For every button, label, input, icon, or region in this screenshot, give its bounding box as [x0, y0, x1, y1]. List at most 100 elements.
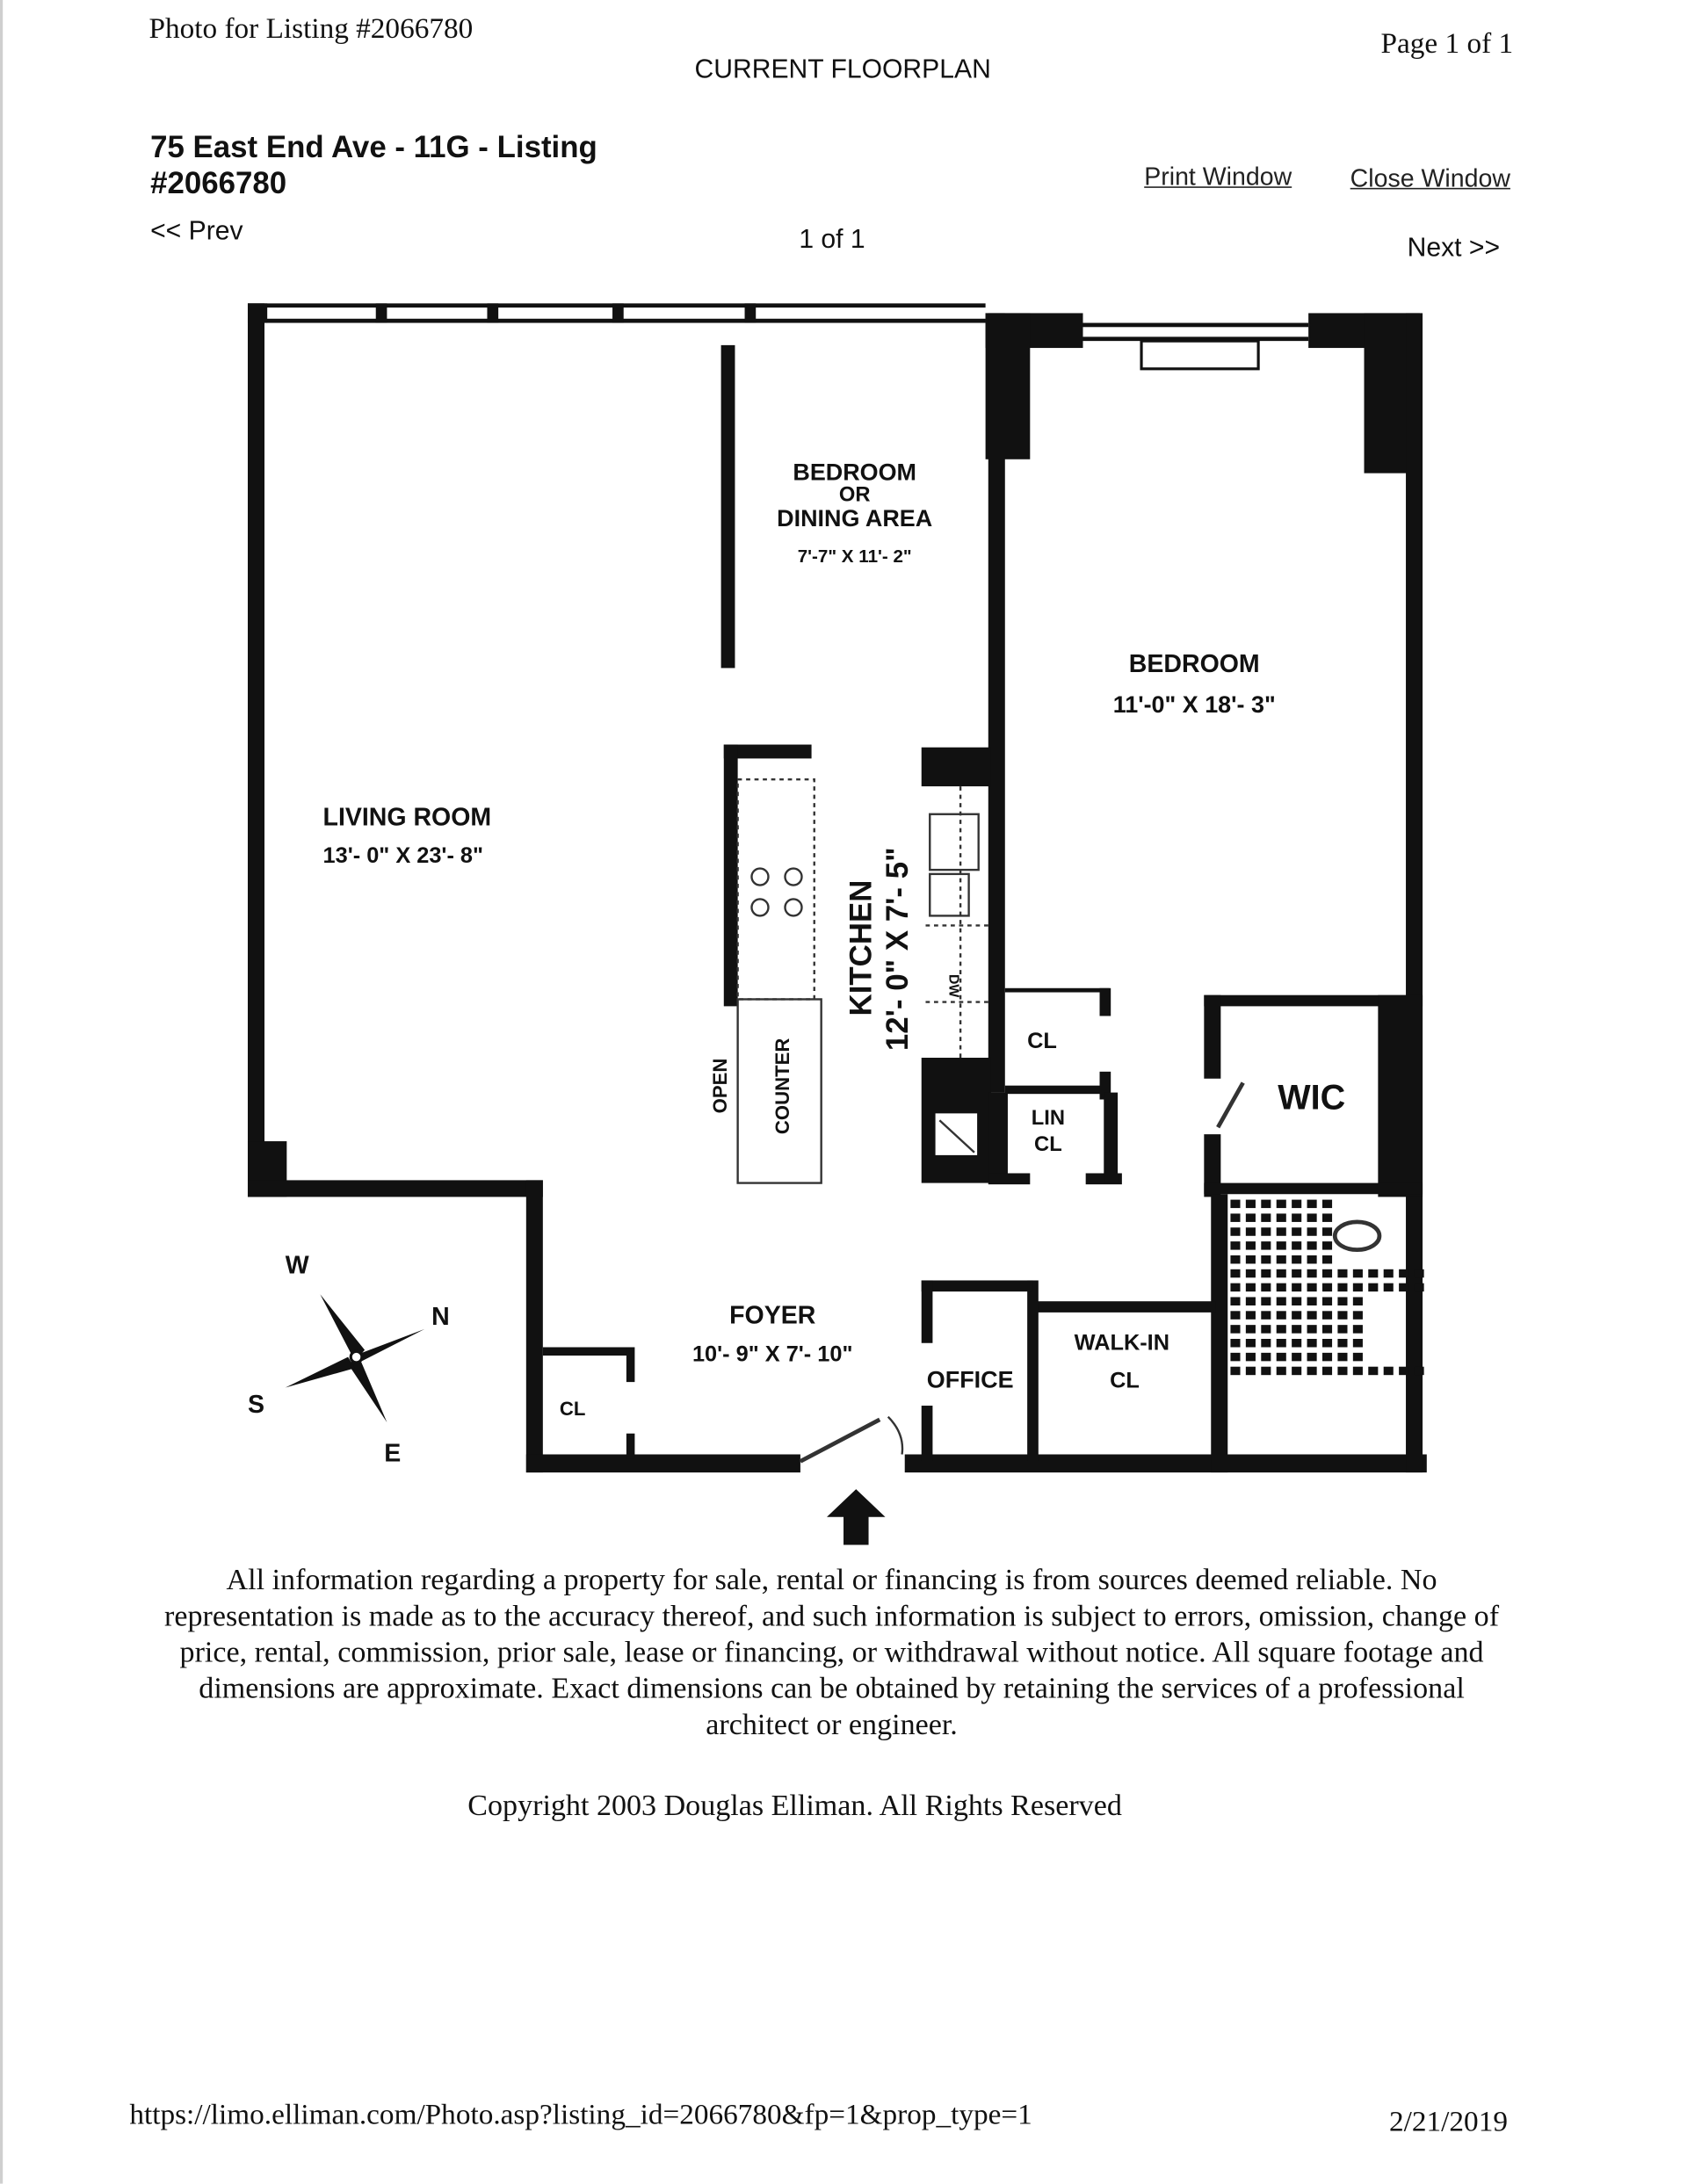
- dining-dims: 7'-7" X 11'- 2": [798, 546, 912, 567]
- bath-tile: [1321, 1227, 1333, 1236]
- bath-tile: [1230, 1255, 1241, 1264]
- bath-tile: [1337, 1339, 1348, 1348]
- bath-tile: [1261, 1227, 1271, 1236]
- bath-tile: [1276, 1311, 1286, 1320]
- bath-tile: [1307, 1241, 1317, 1250]
- page-url: https://limo.elliman.com/Photo.asp?listi…: [129, 2097, 1032, 2131]
- bath-tile: [1337, 1325, 1348, 1334]
- bath-tile: [1245, 1366, 1256, 1376]
- bath-tile: [1276, 1199, 1286, 1209]
- bath-tile: [1276, 1227, 1286, 1236]
- close-window-link[interactable]: Close Window: [1350, 163, 1510, 192]
- bath-tile: [1292, 1255, 1302, 1264]
- bath-tile: [1321, 1311, 1333, 1320]
- entry-arrow-icon: [827, 1489, 886, 1545]
- bath-tile: [1321, 1241, 1333, 1250]
- compass-icon: W N S E: [248, 1252, 450, 1468]
- bath-tile: [1337, 1283, 1348, 1292]
- bath-tile: [1337, 1366, 1348, 1376]
- bath-tile: [1276, 1366, 1286, 1376]
- copyright: Copyright 2003 Douglas Elliman. All Righ…: [467, 1788, 1122, 1822]
- bath-tile: [1276, 1325, 1286, 1334]
- bath-tile: [1307, 1199, 1317, 1209]
- bath-tile: [1399, 1366, 1409, 1376]
- bath-tile: [1276, 1241, 1286, 1250]
- bath-tile: [1337, 1269, 1348, 1278]
- compass-e: E: [384, 1439, 401, 1467]
- bath-tile: [1261, 1339, 1271, 1348]
- bath-tile: [1292, 1325, 1302, 1334]
- bath-tile: [1292, 1352, 1302, 1362]
- bath-tile: [1292, 1213, 1302, 1222]
- print-window-link[interactable]: Print Window: [1144, 163, 1292, 192]
- bath-tile: [1276, 1339, 1286, 1348]
- bath-tile: [1245, 1325, 1256, 1334]
- bath-tile: [1307, 1255, 1317, 1264]
- bath-tiles: [1230, 1199, 1424, 1376]
- bath-tile: [1414, 1269, 1424, 1278]
- bath-tile: [1307, 1283, 1317, 1292]
- compass-n: N: [431, 1303, 450, 1331]
- bath-tile: [1276, 1283, 1286, 1292]
- bath-tile: [1321, 1255, 1333, 1264]
- bath-tile: [1292, 1311, 1302, 1320]
- bath-tile: [1230, 1199, 1241, 1209]
- bath-tile: [1352, 1366, 1363, 1376]
- bath-tile: [1307, 1227, 1317, 1236]
- bath-tile: [1292, 1269, 1302, 1278]
- bath-tile: [1292, 1227, 1302, 1236]
- bath-tile: [1245, 1227, 1256, 1236]
- bath-tile: [1276, 1352, 1286, 1362]
- bath-tile: [1352, 1339, 1363, 1348]
- foyer-label: FOYER: [729, 1302, 815, 1330]
- bath-tile: [1245, 1213, 1256, 1222]
- living-room-dims: 13'- 0" X 23'- 8": [323, 843, 484, 868]
- bath-tile: [1276, 1213, 1286, 1222]
- bath-tile: [1261, 1213, 1271, 1222]
- bath-tile: [1307, 1213, 1317, 1222]
- bath-tile: [1321, 1269, 1333, 1278]
- bath-tile: [1337, 1297, 1348, 1305]
- next-link[interactable]: Next >>: [1407, 234, 1501, 264]
- dining-label-1: BEDROOM: [793, 459, 916, 486]
- bath-tile: [1321, 1325, 1333, 1334]
- bath-tile: [1414, 1366, 1424, 1376]
- listing-title-line1: 75 East End Ave - 11G - Listing: [150, 129, 597, 164]
- compass-s: S: [248, 1391, 264, 1419]
- bedroom-dims: 11'-0" X 18'- 3": [1113, 691, 1276, 718]
- photo-counter: 1 of 1: [799, 225, 865, 255]
- walk-in-label-1: WALK-IN: [1075, 1331, 1169, 1356]
- bath-tile: [1245, 1241, 1256, 1250]
- bath-tile: [1261, 1269, 1271, 1278]
- bath-tile: [1245, 1339, 1256, 1348]
- bath-tile: [1352, 1297, 1363, 1305]
- bath-tile: [1261, 1352, 1271, 1362]
- prev-link[interactable]: << Prev: [150, 217, 243, 247]
- dishwasher-label: DW: [945, 974, 960, 997]
- bath-tile: [1307, 1269, 1317, 1278]
- bath-tile: [1399, 1269, 1409, 1278]
- counter-label: COUNTER: [771, 1038, 793, 1135]
- bath-tile: [1352, 1311, 1363, 1320]
- bath-tile: [1399, 1283, 1409, 1292]
- bath-tile: [1230, 1325, 1241, 1334]
- bath-tile: [1307, 1297, 1317, 1305]
- listing-title-line2: #2066780: [150, 165, 287, 201]
- bath-tile: [1230, 1213, 1241, 1222]
- bath-tile: [1261, 1297, 1271, 1305]
- bath-tile: [1307, 1352, 1317, 1362]
- bath-tile: [1321, 1352, 1333, 1362]
- bath-tile: [1368, 1269, 1379, 1278]
- room-labels: BEDROOM OR DINING AREA 7'-7" X 11'- 2" B…: [323, 459, 1346, 1421]
- bath-tile: [1292, 1199, 1302, 1209]
- walk-in-label-2: CL: [1110, 1368, 1140, 1392]
- dining-label-3: DINING AREA: [777, 505, 932, 532]
- bath-tile: [1307, 1311, 1317, 1320]
- bath-tile: [1292, 1366, 1302, 1376]
- bath-tile: [1245, 1352, 1256, 1362]
- section-title: CURRENT FLOORPLAN: [694, 55, 991, 85]
- bath-tile: [1276, 1269, 1286, 1278]
- bath-tile: [1245, 1269, 1256, 1278]
- wic-label: WIC: [1278, 1079, 1345, 1117]
